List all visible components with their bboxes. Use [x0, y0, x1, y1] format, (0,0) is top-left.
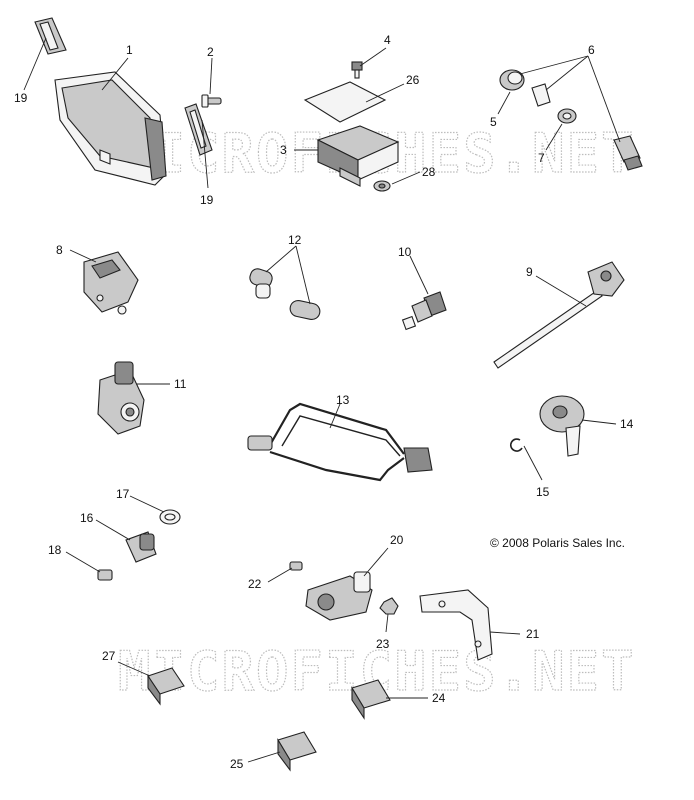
part-22-screw	[289, 561, 303, 571]
callout-23: 23	[376, 637, 390, 651]
callout-4: 4	[384, 33, 391, 47]
callout-21: 21	[526, 627, 540, 641]
part-19-bracket-right	[184, 103, 213, 156]
callout-9: 9	[526, 265, 533, 279]
callout-11: 11	[174, 377, 187, 391]
part-8-map-sensor	[83, 251, 139, 315]
callout-17: 17	[116, 487, 130, 501]
part-27-relay	[147, 667, 185, 706]
part-16-speed-sensor	[125, 531, 157, 563]
part-12-capsules	[249, 268, 321, 321]
callout-26: 26	[406, 73, 420, 87]
part-3-module	[316, 125, 400, 187]
part-2-bolt	[201, 94, 222, 108]
part-24-relay	[351, 679, 391, 720]
callout-18: 18	[48, 543, 62, 557]
callout-8: 8	[56, 243, 63, 257]
callout-3: 3	[280, 143, 287, 157]
callout-22: 22	[248, 577, 262, 591]
part-4-screw	[351, 61, 363, 79]
callout-5: 5	[490, 115, 497, 129]
callout-2: 2	[207, 45, 214, 59]
part-20-valve	[305, 571, 373, 621]
part-23-nut	[379, 597, 399, 615]
part-25-relay	[277, 731, 317, 772]
part-7-washer	[557, 108, 577, 124]
callout-28: 28	[422, 165, 436, 179]
part-9-o2-sensor	[493, 261, 625, 369]
callout-25: 25	[230, 757, 244, 771]
part-26-cover	[303, 81, 387, 123]
callout-20: 20	[390, 533, 404, 547]
callout-24: 24	[432, 691, 446, 705]
part-17-oring	[159, 509, 181, 525]
callout-6: 6	[588, 43, 595, 57]
callout-10: 10	[398, 245, 412, 259]
callout-16: 16	[80, 511, 94, 525]
part-15-clip	[509, 438, 523, 452]
part-5-cap	[499, 69, 525, 91]
callout-7: 7	[538, 151, 545, 165]
callout-27: 27	[102, 649, 116, 663]
part-19-bracket-left	[34, 17, 67, 55]
part-10-temp-sensor	[401, 291, 447, 331]
callout-19-top: 19	[14, 91, 28, 105]
callout-14: 14	[620, 417, 634, 431]
callout-labels: 1 19 2 19 4 26 3 28 6 5 7 8 12 10 9 11 1…	[14, 33, 634, 771]
copyright-notice: © 2008 Polaris Sales Inc.	[490, 536, 625, 550]
part-13-harness	[247, 402, 433, 482]
part-6-clip	[531, 83, 551, 107]
callout-1: 1	[126, 43, 133, 57]
callout-19-right: 19	[200, 193, 214, 207]
part-6-sensor	[613, 135, 643, 171]
part-14-knock-sensor	[539, 395, 585, 457]
part-21-bracket	[419, 589, 493, 661]
leader-lines	[23, 37, 621, 763]
part-28-grommet	[373, 180, 391, 192]
part-1-ecu	[54, 71, 167, 186]
part-18-bolt	[97, 569, 113, 581]
callout-12: 12	[288, 233, 302, 247]
callout-15: 15	[536, 485, 550, 499]
part-11-tps	[97, 361, 145, 435]
callout-13: 13	[336, 393, 350, 407]
